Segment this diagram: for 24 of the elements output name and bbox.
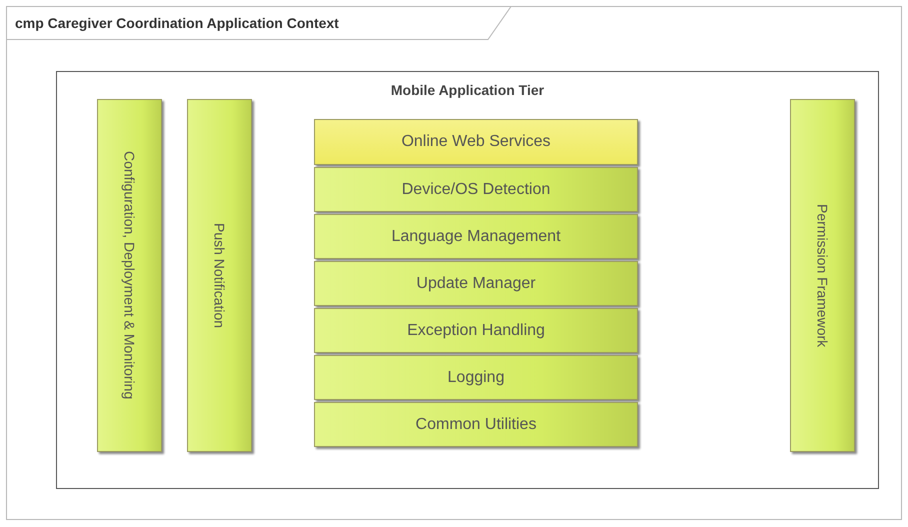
- layer-bar: [314, 119, 638, 165]
- component-label: Push Notification: [212, 222, 228, 328]
- tier-container: [56, 71, 879, 489]
- component-label: Permission Framework: [814, 204, 830, 348]
- layer-bar: [314, 214, 638, 259]
- frame: [6, 6, 902, 520]
- component-label: Update Manager: [416, 274, 536, 292]
- layer-bar: [314, 355, 638, 400]
- component-label: Language Management: [391, 228, 561, 246]
- layer-bar: [314, 402, 638, 447]
- container-title: Mobile Application Tier: [390, 82, 544, 98]
- layer-bar: [314, 167, 638, 212]
- frame-title: cmp Caregiver Coordination Application Context: [15, 15, 339, 31]
- component-label: Device/OS Detection: [402, 180, 550, 198]
- component-label: Common Utilities: [416, 416, 536, 434]
- component-label: Exception Handling: [407, 322, 545, 340]
- vertical-component-bar: [790, 99, 855, 452]
- vertical-component-bar: [187, 99, 252, 452]
- layer-bar: [314, 308, 638, 353]
- layer-bar: [314, 261, 638, 306]
- component-label: Configuration, Deployment & Monitoring: [122, 151, 138, 400]
- component-label: Online Web Services: [401, 133, 551, 151]
- vertical-component-bar: [97, 99, 162, 452]
- component-label: Logging: [448, 368, 504, 386]
